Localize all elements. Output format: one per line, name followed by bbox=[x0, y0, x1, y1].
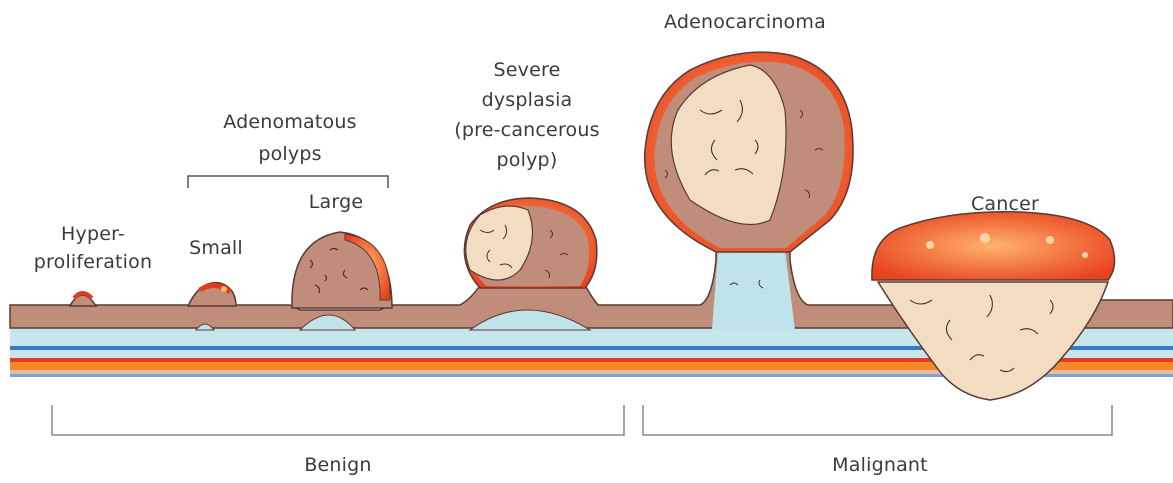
small-label: Small bbox=[176, 236, 256, 260]
adenomatous-line-2: polyps bbox=[200, 138, 380, 170]
benign-label: Benign bbox=[278, 453, 398, 477]
benign-bracket bbox=[52, 405, 624, 435]
adenomatous-line-1: Adenomatous bbox=[200, 106, 380, 138]
hyperproliferation-bump bbox=[70, 293, 96, 306]
hyper-line-1: Hyper- bbox=[28, 220, 158, 248]
severe-dysplasia-label: Severe dysplasia (pre-cancerous polyp) bbox=[452, 55, 602, 175]
small-polyp bbox=[188, 283, 236, 306]
severe-dysplasia-polyp bbox=[464, 198, 596, 288]
severe-line-3: (pre-cancerous bbox=[452, 115, 602, 145]
malignant-label: Malignant bbox=[810, 453, 950, 477]
large-label: Large bbox=[296, 190, 376, 214]
hyper-line-2: proliferation bbox=[28, 248, 158, 276]
large-polyp bbox=[292, 232, 392, 308]
severe-line-1: Severe bbox=[452, 55, 602, 85]
hyperproliferation-label: Hyper- proliferation bbox=[28, 220, 158, 276]
adenocarcinoma-polyp bbox=[645, 52, 853, 288]
adenomatous-polyps-label: Adenomatous polyps bbox=[200, 106, 380, 170]
adenomatous-bracket bbox=[188, 176, 388, 188]
cancer-label: Cancer bbox=[945, 192, 1065, 216]
adenocarcinoma-label: Adenocarcinoma bbox=[635, 10, 855, 34]
severe-line-2: dysplasia bbox=[452, 85, 602, 115]
malignant-bracket bbox=[643, 405, 1112, 435]
severe-line-4: polyp) bbox=[452, 145, 602, 175]
